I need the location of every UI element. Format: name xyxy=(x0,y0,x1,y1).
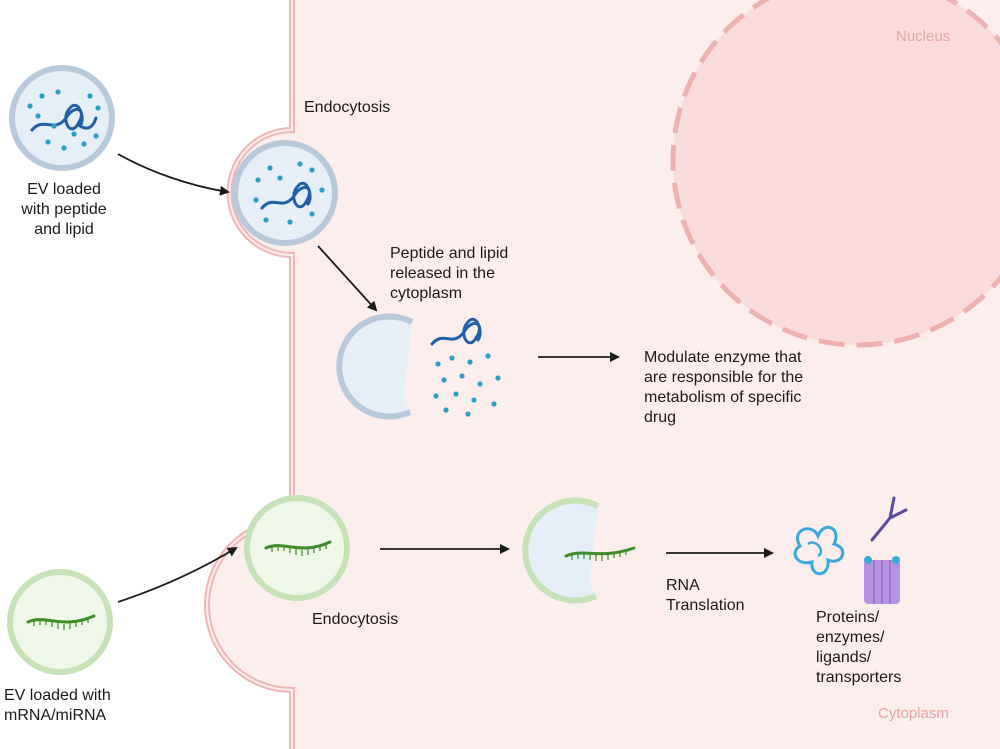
ev1-lipid-dots xyxy=(27,89,101,151)
arrow-endocytosis-to-release xyxy=(317,245,378,312)
ev-opened-peptide xyxy=(336,313,501,420)
endocytosis-top-label: Endocytosis xyxy=(304,99,391,116)
nucleus xyxy=(670,0,1000,348)
rna-translation-label: RNA Translation xyxy=(666,577,745,614)
ev-mrna-label: EV loaded with mRNA/miRNA xyxy=(4,687,111,724)
cytoplasm-label: Cytoplasm xyxy=(878,705,949,722)
modulate-label: Modulate enzyme that are responsible for… xyxy=(644,349,804,426)
ev2-lipid-dots xyxy=(253,161,325,225)
endocytosis-bottom-label: Endocytosis xyxy=(312,611,399,628)
ev-endocytosis-mrna xyxy=(244,495,350,601)
released-lipid-dots xyxy=(433,353,501,417)
ev-endocytosis-peptide xyxy=(232,140,338,246)
ev-peptide-label: EV loaded with peptide and lipid xyxy=(21,181,107,238)
proteins-label: Proteins/ enzymes/ ligands/ transporters xyxy=(816,609,902,686)
ev-opened-mrna xyxy=(522,497,636,604)
transporter-icon xyxy=(864,556,900,604)
protein-icon xyxy=(793,525,845,576)
ev-peptide-lipid xyxy=(9,65,115,171)
ligand-icon xyxy=(870,496,908,542)
released-label: Peptide and lipid released in the cytopl… xyxy=(390,245,509,302)
ev-mrna xyxy=(7,569,113,675)
arrow-ev-mrna-to-endocytosis xyxy=(117,546,238,603)
nucleus-label: Nucleus xyxy=(896,28,951,45)
arrow-ev-to-endocytosis xyxy=(117,153,230,196)
